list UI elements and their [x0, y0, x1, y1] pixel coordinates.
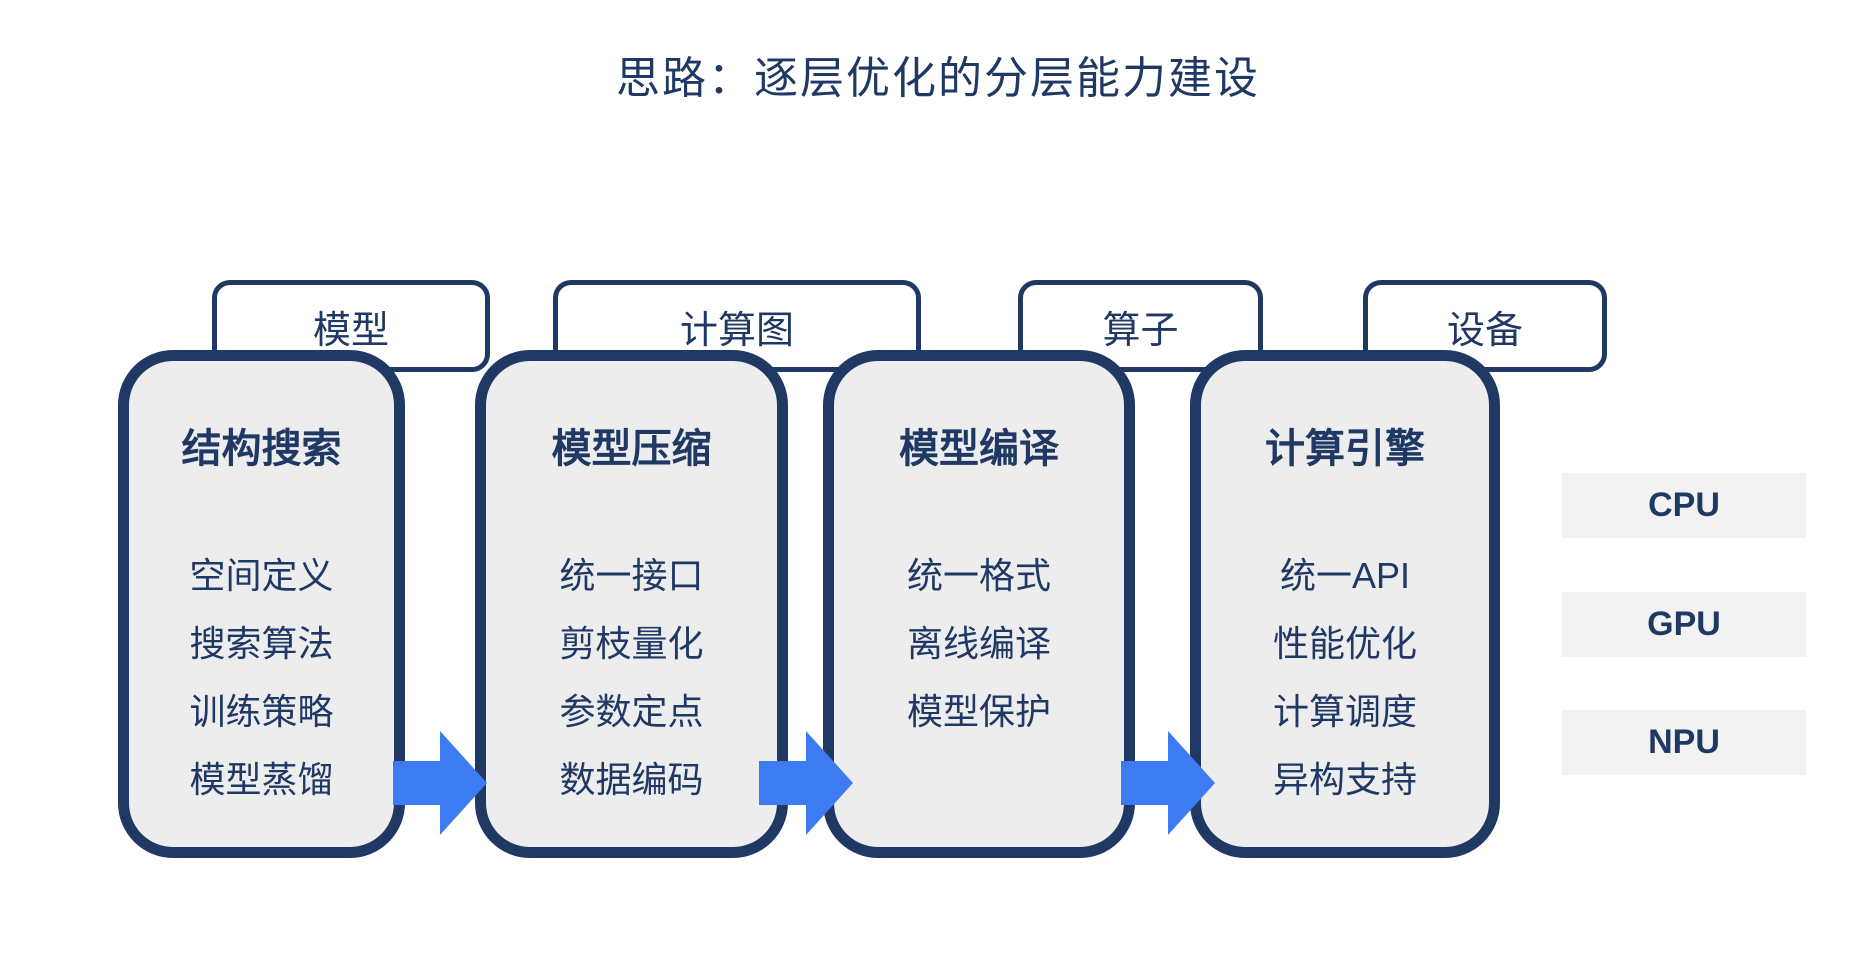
card-item-list: 统一格式 离线编译 模型保护: [834, 542, 1124, 746]
card-model-compression: 模型压缩 统一接口 剪枝量化 参数定点 数据编码: [475, 350, 788, 858]
hw-label: CPU: [1648, 486, 1720, 524]
card-item: 训练策略: [189, 691, 334, 732]
hw-label: GPU: [1647, 605, 1721, 643]
card-item-list: 空间定义 搜索算法 训练策略 模型蒸馏: [129, 542, 394, 814]
card-title: 模型编译: [899, 427, 1059, 471]
card-item: 计算调度: [1272, 691, 1417, 732]
hw-label-gpu: GPU: [1562, 592, 1806, 657]
hw-label: NPU: [1648, 723, 1720, 761]
hw-label-npu: NPU: [1562, 710, 1806, 775]
card-item-list: 统一接口 剪枝量化 参数定点 数据编码: [486, 542, 777, 814]
card-item: 数据编码: [559, 759, 704, 800]
card-item: 统一API: [1279, 555, 1411, 596]
card-model-compilation: 模型编译 统一格式 离线编译 模型保护: [823, 350, 1135, 858]
card-item: 模型蒸馏: [189, 759, 334, 800]
right-arrow-icon: [759, 731, 853, 835]
layer-tab-label: 算子: [1102, 310, 1179, 352]
layer-tab-label: 计算图: [679, 310, 794, 352]
layer-tab-label: 模型: [312, 310, 389, 352]
card-item: 搜索算法: [189, 623, 334, 664]
hw-label-cpu: CPU: [1562, 473, 1806, 538]
card-item-list: 统一API 性能优化 计算调度 异构支持: [1201, 542, 1489, 814]
card-item: 离线编译: [906, 623, 1051, 664]
card-compute-engine: 计算引擎 统一API 性能优化 计算调度 异构支持: [1190, 350, 1500, 858]
card-item: 异构支持: [1272, 759, 1417, 800]
card-item: 性能优化: [1272, 623, 1417, 664]
card-title: 结构搜索: [181, 427, 342, 471]
layer-tab-label: 设备: [1446, 310, 1523, 352]
card-item: 剪枝量化: [559, 623, 704, 664]
card-item: 统一接口: [559, 555, 704, 596]
slide-title: 思路：逐层优化的分层能力建设: [616, 54, 1260, 103]
card-structure-search: 结构搜索 空间定义 搜索算法 训练策略 模型蒸馏: [118, 350, 405, 858]
card-item: 参数定点: [559, 691, 704, 732]
card-item: 统一格式: [906, 555, 1051, 596]
card-title: 计算引擎: [1265, 427, 1425, 471]
card-item: 模型保护: [906, 691, 1051, 732]
right-arrow-icon: [1121, 731, 1215, 835]
right-arrow-icon: [393, 731, 487, 835]
card-title: 模型压缩: [551, 427, 712, 471]
card-item: 空间定义: [189, 555, 334, 596]
